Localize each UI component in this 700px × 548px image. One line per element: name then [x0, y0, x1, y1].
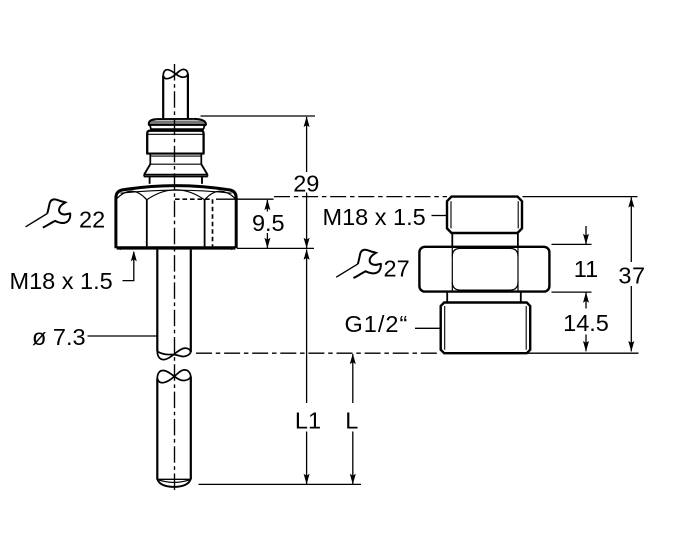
- svg-text:37: 37: [618, 263, 645, 289]
- svg-text:11: 11: [574, 256, 598, 282]
- svg-text:G1/2“: G1/2“: [345, 311, 409, 337]
- svg-text:14.5: 14.5: [563, 310, 609, 336]
- svg-text:L: L: [345, 408, 358, 434]
- svg-text:22: 22: [79, 207, 105, 233]
- svg-text:M18 x 1.5: M18 x 1.5: [323, 204, 426, 230]
- svg-text:L1: L1: [295, 408, 321, 434]
- svg-text:29: 29: [293, 170, 319, 196]
- svg-text:M18 x 1.5: M18 x 1.5: [10, 268, 113, 294]
- svg-text:27: 27: [384, 256, 410, 282]
- svg-text:ø 7.3: ø 7.3: [32, 324, 86, 350]
- svg-text:9.5: 9.5: [252, 210, 285, 236]
